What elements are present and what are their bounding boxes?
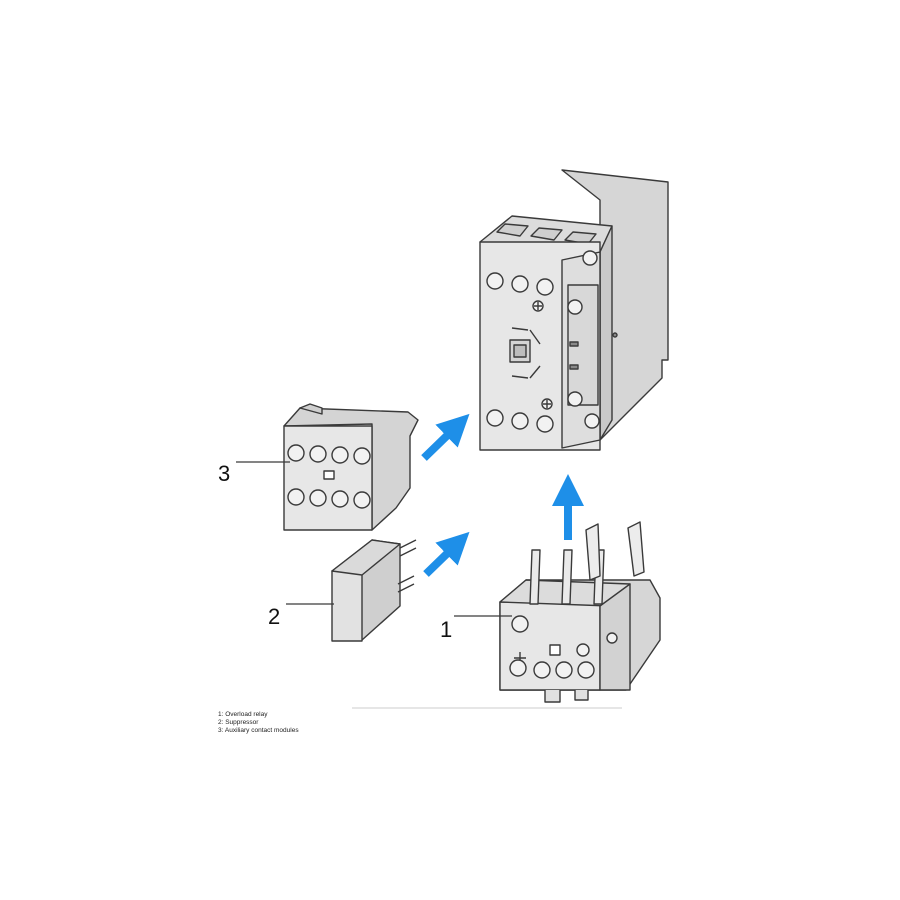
legend-item-2: 2: Suppressor bbox=[218, 719, 259, 726]
suppressor bbox=[331, 539, 417, 642]
assembly-arrows bbox=[421, 413, 584, 577]
callout-1: 1 bbox=[440, 617, 453, 642]
callout-3: 3 bbox=[218, 461, 231, 486]
legend: 1: Overload relay 2: Suppressor 3: Auxil… bbox=[218, 711, 299, 735]
legend-item-1: 1: Overload relay bbox=[218, 711, 268, 718]
legend-item-3: 3: Auxiliary contact modules bbox=[218, 727, 299, 734]
overload-relay bbox=[499, 521, 661, 703]
leader-lines bbox=[236, 461, 622, 709]
arrow-suppressor-to-contactor bbox=[423, 531, 470, 577]
arrow-aux-to-contactor bbox=[421, 413, 470, 461]
contactor bbox=[479, 169, 669, 451]
callout-2: 2 bbox=[268, 604, 281, 629]
auxiliary-contact-module bbox=[283, 403, 419, 531]
